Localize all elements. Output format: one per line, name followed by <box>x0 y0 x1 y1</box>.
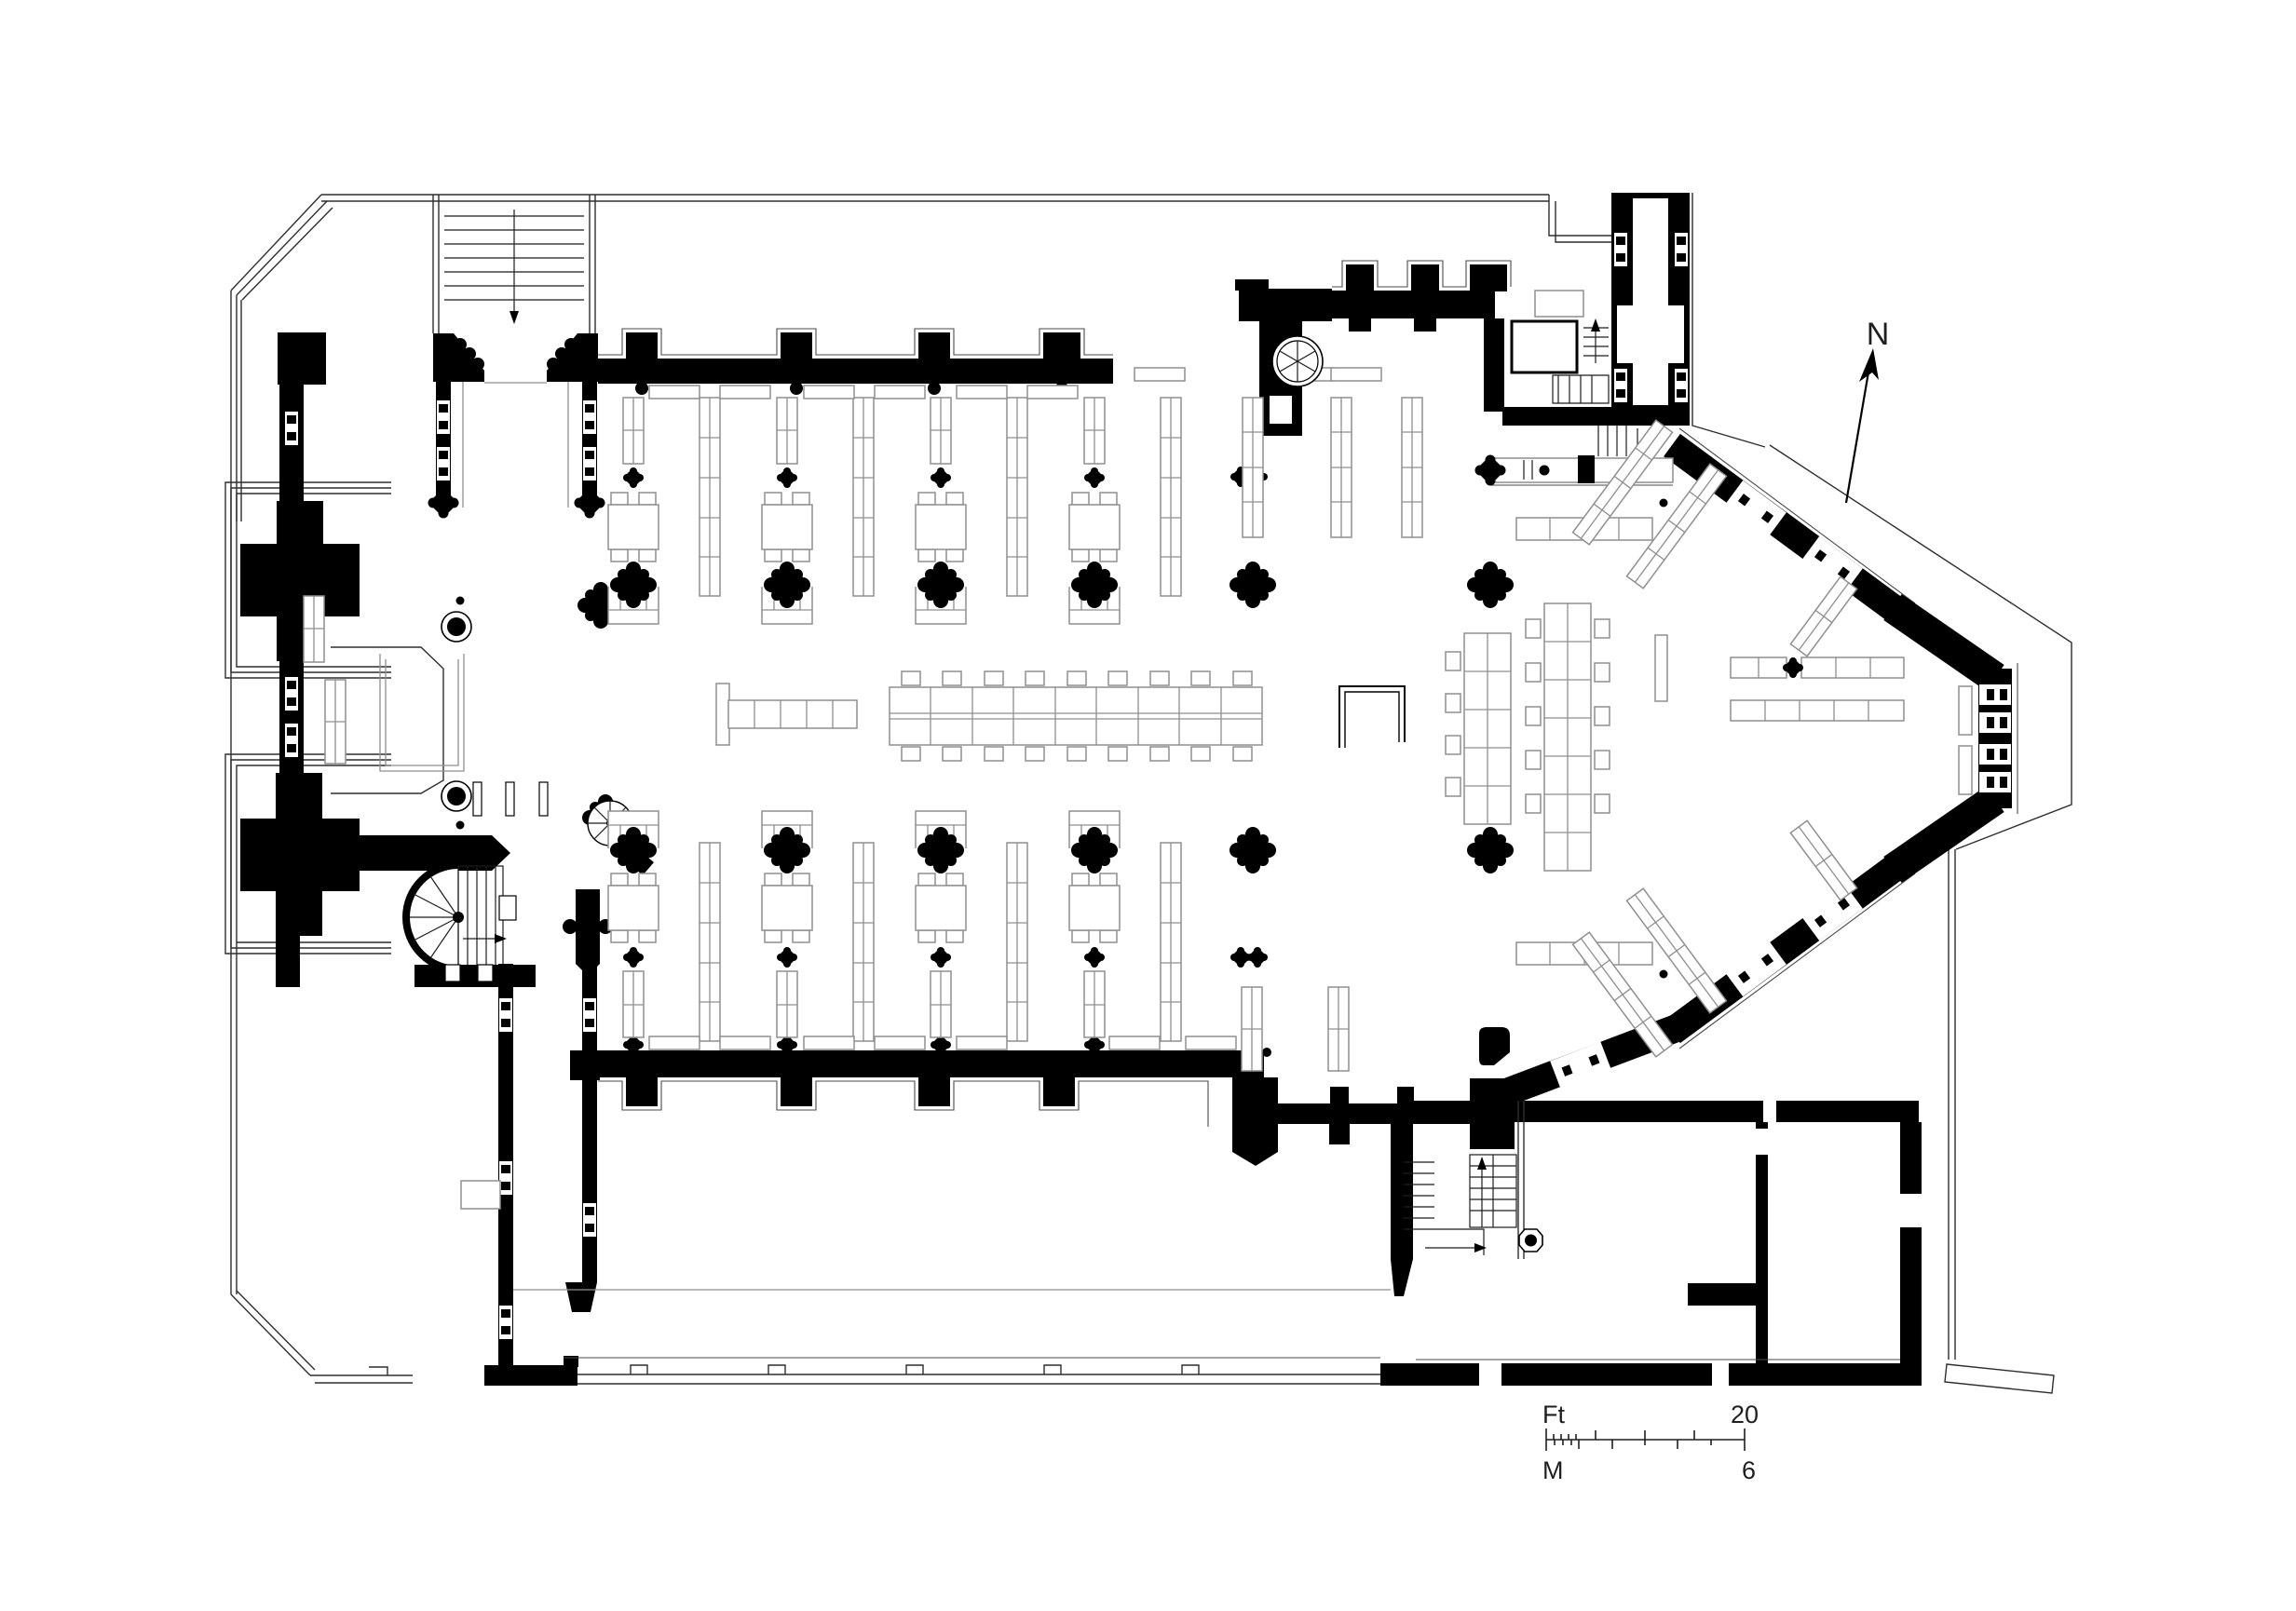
north-arrow-head <box>1859 348 1879 382</box>
scale-feet-unit: Ft <box>1542 1401 1565 1428</box>
long-table-chairs <box>901 670 1253 762</box>
stair-hall-southeast <box>1403 1154 1543 1255</box>
west-porch <box>303 595 549 830</box>
north-label: N <box>1867 317 1890 352</box>
north-arrow: N <box>1844 317 1890 504</box>
exterior-stair-northwest <box>432 195 596 333</box>
scale-meters-value: 6 <box>1742 1456 1756 1484</box>
stair-down-arrow <box>509 311 519 324</box>
choir-furniture <box>1242 397 1973 1058</box>
scale-bar: Ft 20 M 6 <box>1542 1401 1759 1484</box>
choir-stalls <box>1445 602 1610 872</box>
site-boundary <box>224 193 2072 1394</box>
stair-up-arrow <box>1591 318 1600 332</box>
crossing-roundel <box>1271 335 1324 387</box>
long-reading-table <box>889 670 1263 762</box>
chancel-axial-shelves <box>1654 634 1905 722</box>
scale-bar-ruler <box>1545 1428 1746 1451</box>
central-reading-tables <box>715 335 1406 762</box>
scale-meters-unit: M <box>1542 1456 1564 1484</box>
spiral-stair-west <box>402 861 536 987</box>
apse-diagonal-shelves <box>1571 419 1973 1058</box>
lectern-enclosure <box>1338 685 1406 748</box>
north-arrow-shaft <box>1844 355 1873 504</box>
apse-east-windows <box>1979 684 2011 792</box>
scale-feet-value: 20 <box>1731 1401 1759 1428</box>
